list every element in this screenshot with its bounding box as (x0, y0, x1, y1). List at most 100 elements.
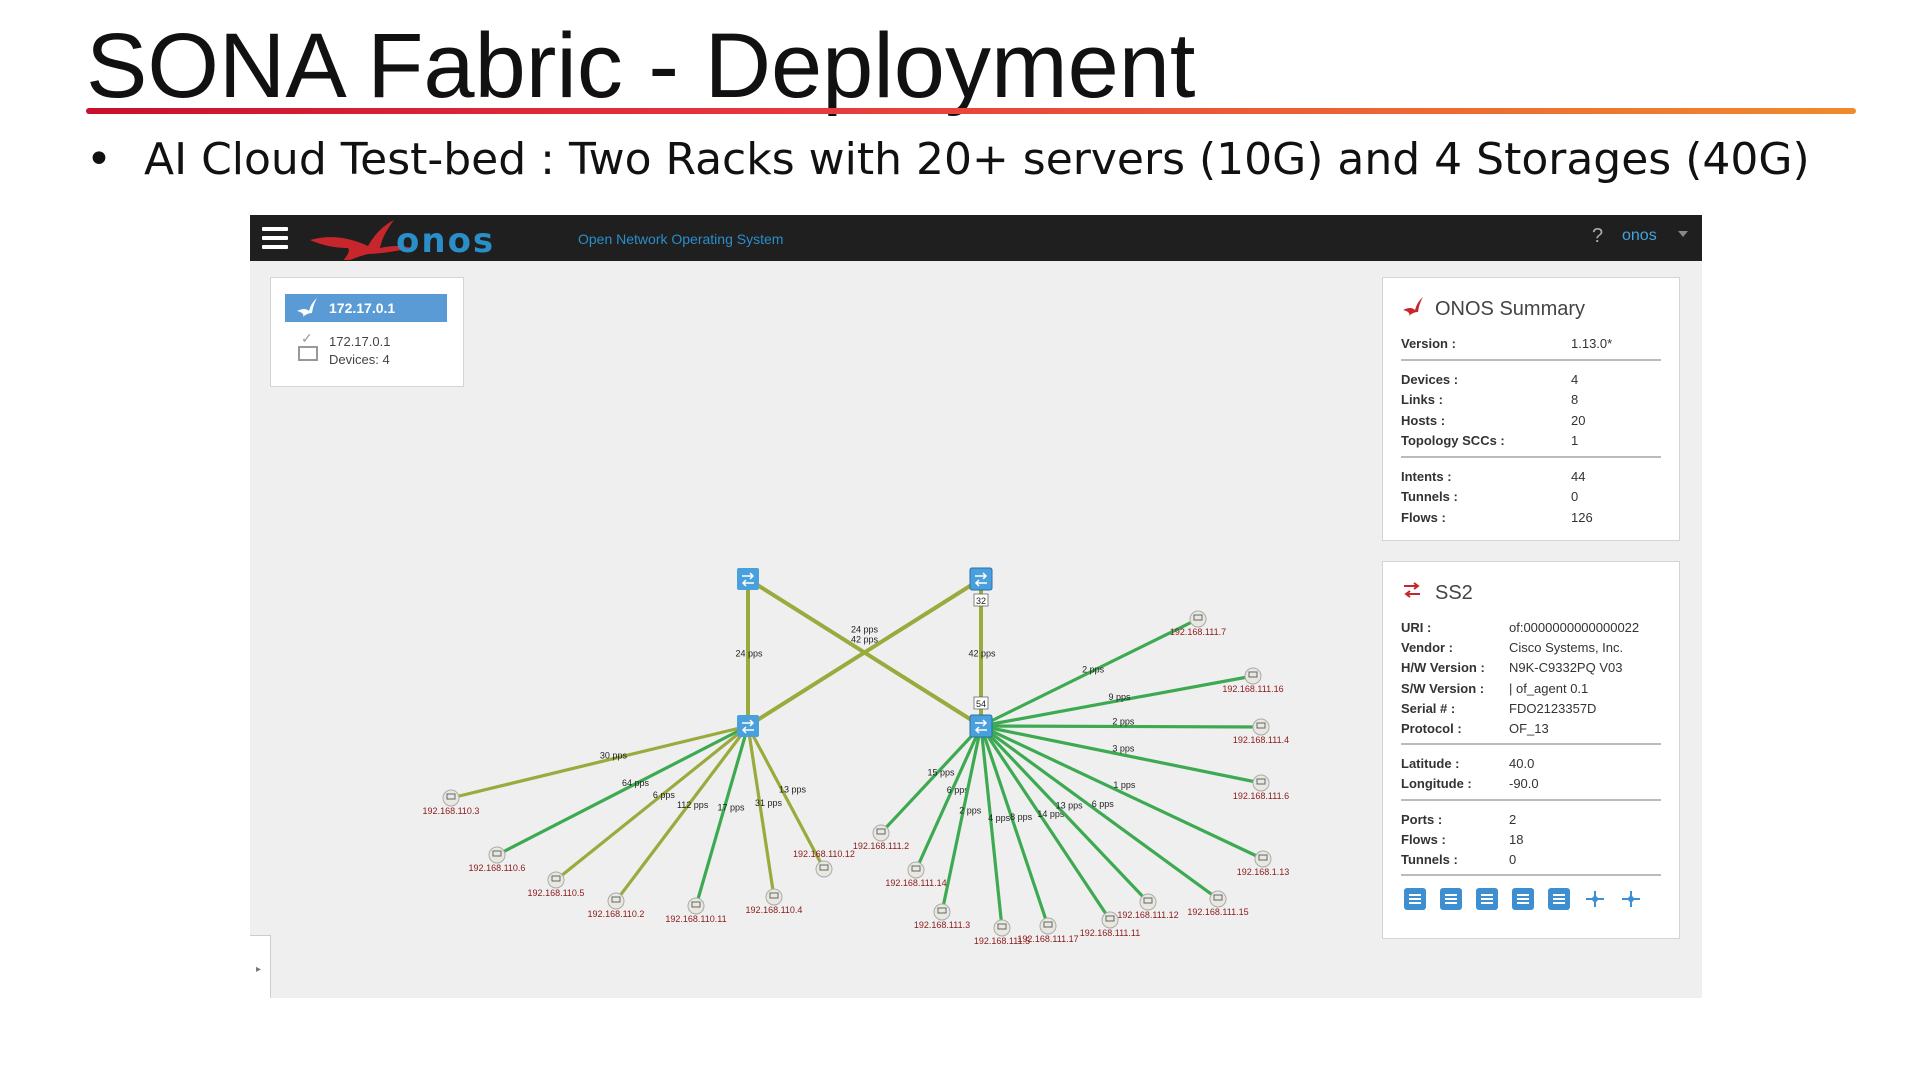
info-row: Flows :126 (1401, 510, 1671, 530)
logo-subtitle: Open Network Operating System (578, 231, 784, 247)
host-screen (611, 896, 621, 903)
host-node[interactable]: 192.168.110.3 (423, 789, 480, 816)
switch-arrows (974, 572, 988, 587)
info-key: Protocol : (1401, 721, 1462, 736)
info-key: Longitude : (1401, 776, 1472, 792)
host-link (914, 725, 983, 871)
bullet-item: •AI Cloud Test-bed : Two Racks with 20+ … (86, 134, 1810, 185)
switch-arrows (974, 719, 988, 734)
side-panel-toggle[interactable]: ▸ (250, 935, 271, 998)
host-ip-label: 192.168.110.3 (423, 806, 480, 816)
cluster-icon[interactable] (1619, 887, 1643, 911)
info-value: FDO2123357D (1509, 700, 1597, 716)
port-badge-label: 32 (976, 596, 986, 606)
host-node[interactable]: 192.168.111.15 (1187, 890, 1249, 917)
host-link (940, 725, 983, 913)
info-row: Topology SCCs :1 (1401, 433, 1671, 453)
onos-bird-icon (297, 298, 317, 317)
info-row: Vendor :Cisco Systems, Inc. (1401, 640, 1671, 660)
port-badge (973, 696, 989, 710)
info-row: Latitude :40.0 (1401, 756, 1671, 776)
host-node[interactable]: 192.168.110.11 (665, 897, 727, 924)
host-node[interactable]: 192.168.110.6 (469, 846, 526, 873)
info-value: -90.0 (1509, 776, 1539, 792)
user-menu[interactable]: onos (1622, 227, 1657, 244)
host-icon (1209, 890, 1227, 908)
switch-node[interactable]: 32 (969, 567, 993, 607)
host-screen (937, 907, 947, 914)
host-link-rate-label: 6 pps (1092, 799, 1115, 809)
pipeconf-icon[interactable] (1583, 887, 1607, 911)
host-link (746, 725, 776, 898)
help-icon[interactable]: ? (1592, 225, 1604, 247)
host-node[interactable]: 192.168.111.12 (1117, 893, 1179, 920)
host-node[interactable]: 192.168.110.2 (588, 892, 645, 919)
switch-node[interactable]: 54 (969, 696, 993, 738)
slide-title: SONA Fabric - Deployment (86, 15, 1196, 117)
host-node[interactable]: 192.168.111.17 (1017, 917, 1079, 944)
chevron-down-icon[interactable] (1678, 231, 1688, 237)
host-link-rate-label: 64 pps (622, 778, 650, 788)
host-screen (1105, 915, 1115, 922)
switch-icon (969, 567, 993, 591)
host-node[interactable]: 192.168.111.11 (1080, 911, 1141, 938)
host-screen (691, 901, 701, 908)
host-node[interactable]: 192.168.110.12 (793, 849, 855, 878)
info-row: Ports :2 (1401, 812, 1671, 832)
host-node[interactable]: 192.168.111.2 (853, 824, 909, 851)
host-node[interactable]: 192.168.1.13 (1237, 850, 1290, 877)
host-node[interactable]: 192.168.111.5 (974, 919, 1030, 946)
separator (1401, 743, 1661, 746)
group-table-icon[interactable] (1511, 887, 1535, 911)
host-node[interactable]: 192.168.111.7 (1170, 610, 1226, 637)
host-icon (933, 903, 951, 921)
host-icon (442, 789, 460, 807)
device-table-icon[interactable] (1403, 887, 1427, 911)
meter-table-icon[interactable] (1547, 887, 1571, 911)
info-key: Version : (1401, 336, 1456, 351)
host-link-rate-label: 2 pps (1082, 665, 1105, 675)
host-link-rate-label: 3 pps (1112, 743, 1135, 753)
host-link (980, 724, 1264, 861)
switch-node[interactable] (737, 568, 759, 590)
switch-node[interactable] (737, 715, 759, 737)
link-rate-label: 24 pps (851, 625, 879, 635)
switch-icon (1404, 582, 1420, 598)
host-node[interactable]: 192.168.111.4 (1233, 718, 1289, 745)
host-icon (1101, 911, 1119, 929)
host-icon (1252, 774, 1270, 792)
host-node[interactable]: 192.168.110.4 (746, 888, 803, 915)
host-link-rate-label: 17 pps (718, 802, 746, 812)
switch-icon (737, 715, 759, 737)
info-value: 126 (1571, 509, 1593, 525)
instance-item[interactable]: 172.17.0.1 (285, 294, 447, 322)
spine-leaf-link (746, 577, 983, 728)
link-rate-label: 42 pps (851, 635, 879, 645)
host-ip-label: 192.168.110.12 (793, 849, 855, 859)
switch-icon (737, 568, 759, 590)
flow-table-icon[interactable] (1439, 887, 1463, 911)
host-link-rate-label: 13 pps (779, 785, 807, 795)
instance-devices: Devices: 4 (329, 352, 390, 367)
host-node[interactable]: 192.168.111.6 (1233, 774, 1289, 801)
host-screen (911, 865, 921, 872)
host-screen (819, 864, 829, 871)
host-node[interactable]: 192.168.111.3 (914, 903, 970, 930)
info-key: Tunnels : (1401, 489, 1458, 504)
host-node[interactable]: 192.168.111.14 (885, 861, 947, 888)
host-link-rate-label: 14 pps (1037, 809, 1065, 819)
info-key: Devices : (1401, 371, 1459, 387)
host-icon (488, 846, 506, 864)
info-key: Serial # : (1401, 700, 1456, 716)
port-table-icon[interactable] (1475, 887, 1499, 911)
host-node[interactable]: 192.168.111.16 (1222, 667, 1284, 694)
separator (1401, 874, 1661, 876)
host-node[interactable]: 192.168.110.5 (528, 871, 585, 898)
menu-icon[interactable] (262, 227, 288, 249)
host-link-rate-label: 13 pps (1056, 800, 1084, 810)
info-value: 2 (1509, 811, 1517, 827)
host-ip-label: 192.168.110.2 (588, 909, 645, 919)
